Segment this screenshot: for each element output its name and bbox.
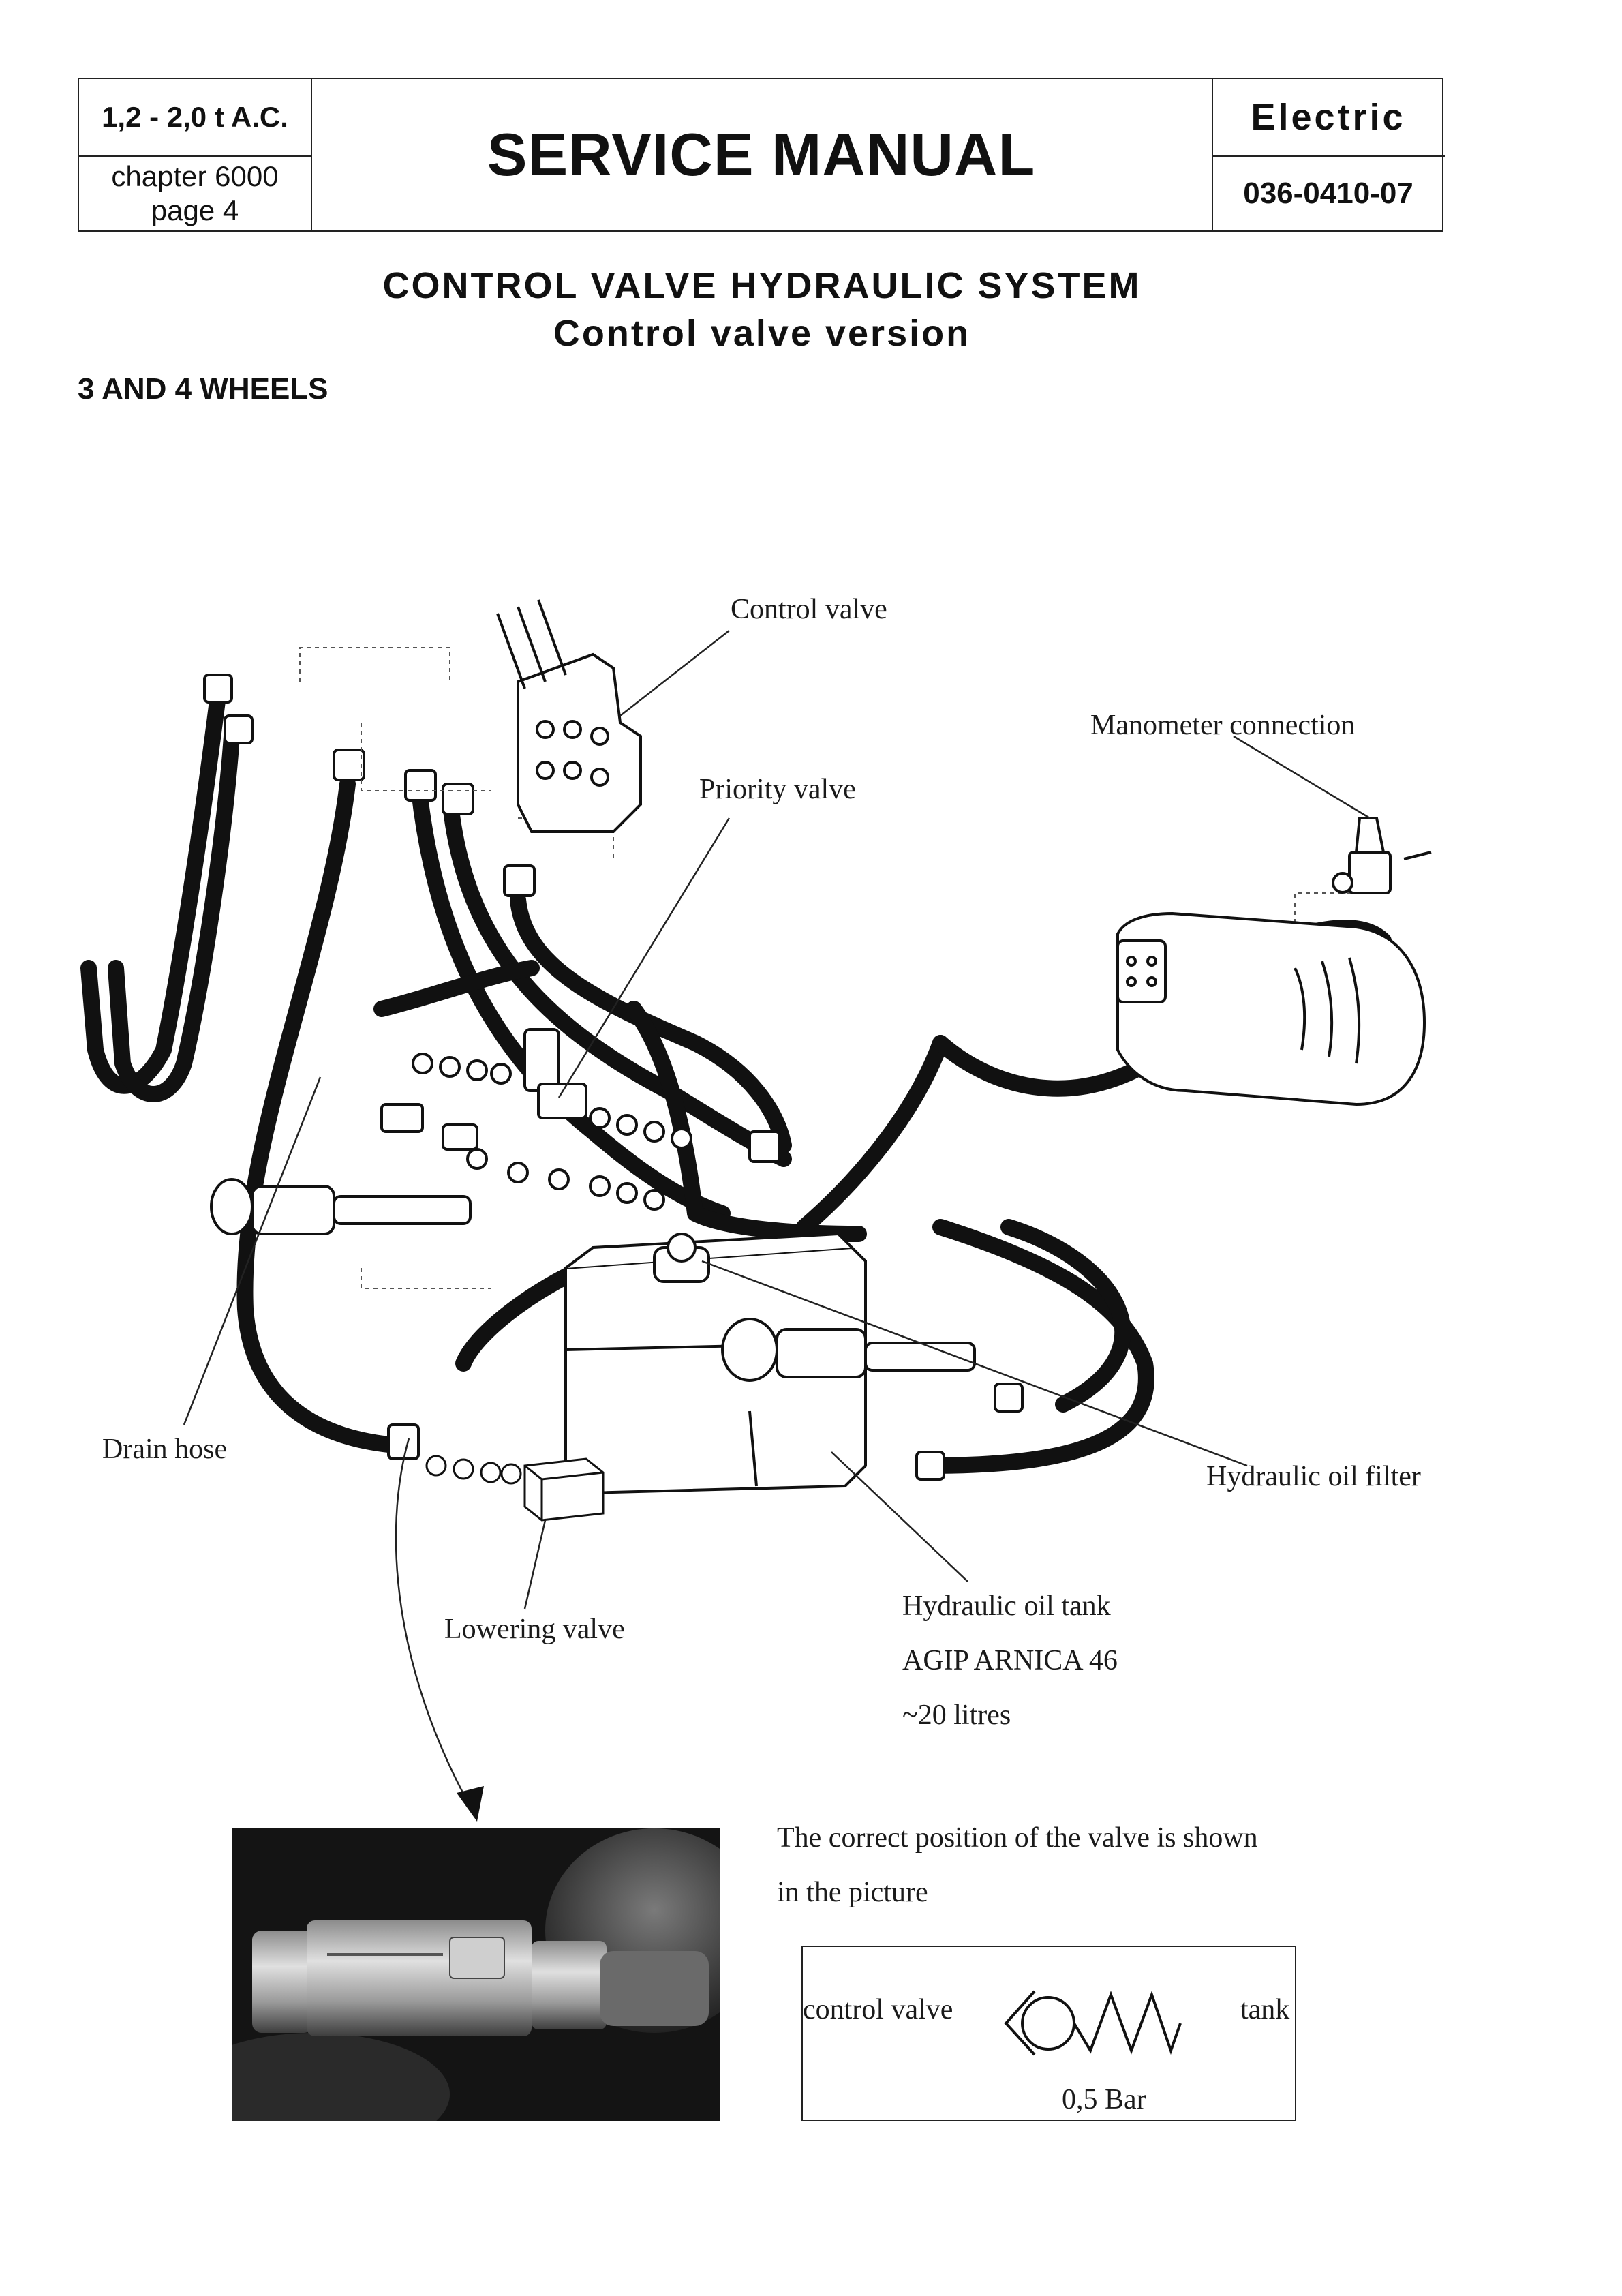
header-divider [1212, 79, 1213, 230]
hose-fitting [915, 1451, 945, 1481]
hose [442, 789, 792, 1167]
hose [1000, 1219, 1131, 1413]
document-number: 036-0410-07 [1243, 177, 1413, 210]
hose-fitting [748, 1130, 781, 1163]
hose-fitting [333, 749, 365, 781]
hose [108, 728, 240, 1102]
lowering-valve-block [425, 1455, 605, 1522]
chapter-page-cell: chapter 6000 page 4 [79, 155, 311, 232]
document-title: SERVICE MANUAL [487, 121, 1036, 188]
lowering-valve-photo [232, 1828, 720, 2121]
hose [626, 1001, 867, 1242]
hydraulic-oil-tank [564, 1232, 867, 1495]
symbol-tank-label: tank [1240, 1994, 1290, 2025]
hose [80, 687, 226, 1094]
spring [1073, 1991, 1182, 2055]
valve-ball [1021, 1996, 1075, 2051]
symbol-control-valve-label: control valve [803, 1994, 953, 2025]
arrow-head [457, 1786, 484, 1822]
header-divider [1212, 155, 1445, 157]
label-oil-tank-capacity: ~20 litres [902, 1700, 1011, 1731]
label-control-valve: Control valve [731, 594, 887, 625]
label-oil-tank-name: Hydraulic oil tank [902, 1590, 1111, 1622]
header-divider [311, 79, 312, 230]
hose-fitting [442, 783, 474, 815]
check-valve-symbol-box: control valve tank 0,5 Bar [801, 1946, 1296, 2121]
hose-fitting [387, 1423, 420, 1460]
wheels-section-label: 3 AND 4 WHEELS [78, 372, 328, 406]
hose-fitting [224, 714, 254, 744]
page-number: page 4 [151, 194, 239, 226]
priority-valve-assembly [380, 1028, 692, 1211]
document-header: 1,2 - 2,0 t A.C. chapter 6000 page 4 SER… [78, 78, 1445, 232]
hose-fitting [404, 769, 437, 802]
valve-photo-rendering [232, 1828, 720, 2121]
valve-position-note-line2: in the picture [777, 1877, 928, 1908]
hose-fitting [994, 1383, 1024, 1413]
section-heading: CONTROL VALVE HYDRAULIC SYSTEM [382, 265, 1142, 306]
lift-cylinder [210, 1178, 472, 1235]
hose [796, 1035, 949, 1235]
hose-fitting [503, 864, 536, 897]
model-range: 1,2 - 2,0 t A.C. [102, 101, 288, 133]
leader-lines [183, 630, 1371, 1807]
label-priority-valve: Priority valve [699, 774, 856, 805]
hose [236, 776, 403, 1453]
label-hydraulic-oil-filter: Hydraulic oil filter [1206, 1461, 1421, 1492]
label-drain-hose: Drain hose [102, 1434, 228, 1465]
chapter-number: chapter 6000 [111, 160, 279, 192]
steering-cylinder [721, 1318, 976, 1382]
hose [919, 1219, 1154, 1474]
label-oil-tank-oil-type: AGIP ARNICA 46 [902, 1645, 1118, 1676]
control-valve-block [496, 599, 642, 833]
check-valve-spring-symbol [1004, 1990, 1182, 2056]
valve-seat [1004, 1990, 1036, 2056]
vehicle-type: Electric [1251, 97, 1406, 138]
label-lowering-valve: Lowering valve [444, 1614, 625, 1645]
label-manometer-connection: Manometer connection [1090, 710, 1356, 741]
manometer-connection-fitting [1332, 817, 1432, 894]
header-divider [79, 155, 311, 157]
hose-fitting [203, 674, 233, 704]
symbol-pressure-label: 0,5 Bar [1062, 2084, 1146, 2115]
hose [373, 960, 540, 1017]
section-subheading: Control valve version [553, 313, 971, 354]
valve-position-note-line1: The correct position of the valve is sho… [777, 1822, 1258, 1854]
hydraulic-oil-filter [1116, 911, 1426, 1106]
hose [510, 892, 792, 1153]
